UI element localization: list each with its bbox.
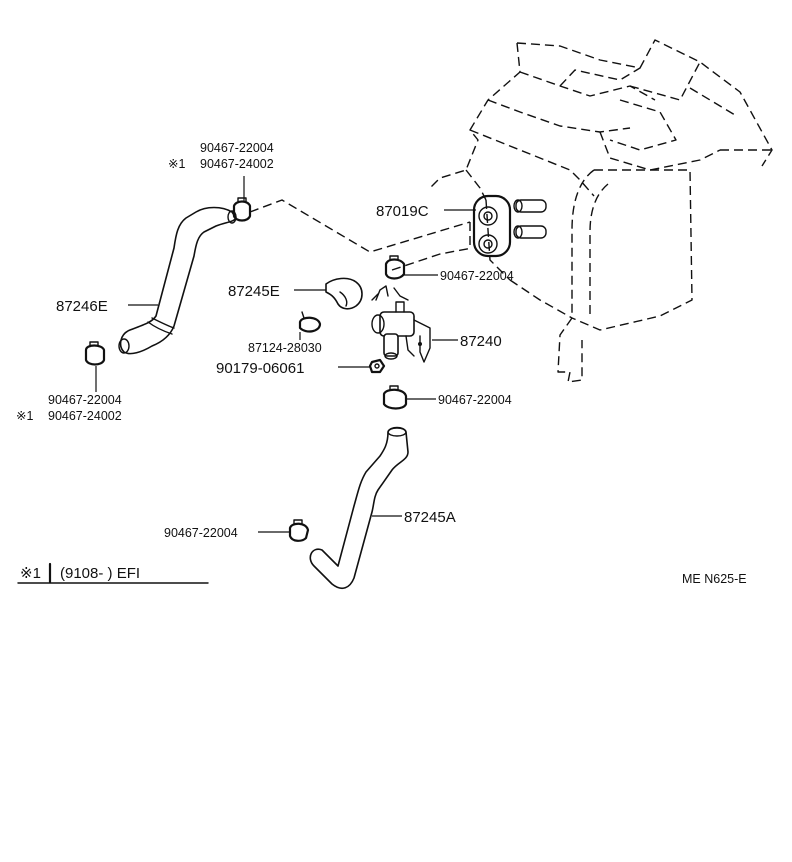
label-clamp-bottom: 90467-22004 <box>164 526 238 540</box>
leader-lines <box>95 176 476 533</box>
clamp-left-icon <box>84 341 106 366</box>
footnote-mark: ※1 <box>20 565 41 582</box>
label-clamp-top-b: 90467-24002 <box>200 157 274 171</box>
note-mark-top: ※1 <box>168 157 185 171</box>
label-hose-lower: 87245A <box>404 509 456 526</box>
hose-87245e <box>325 277 363 310</box>
label-hose-short: 87245E <box>228 283 280 300</box>
clamp-bottom-icon <box>288 519 310 542</box>
connection-line-valve <box>391 247 473 271</box>
label-clamp-left-b: 90467-24002 <box>48 409 122 423</box>
label-valve: 87240 <box>460 333 502 350</box>
label-hose-upper: 87246E <box>56 298 108 315</box>
hose-87246e <box>118 206 237 355</box>
nut-icon <box>368 358 386 374</box>
clamp-valve-icon <box>384 255 406 280</box>
label-clamp-lower: 90467-22004 <box>438 393 512 407</box>
label-clamp-small: 87124-28030 <box>248 341 322 355</box>
label-gasket: 87019C <box>376 203 429 220</box>
clamp-lower-icon <box>382 385 408 410</box>
clamp-small-icon <box>298 311 322 333</box>
footnote-text: (9108- ) EFI <box>60 565 140 582</box>
connection-line-upper <box>249 199 471 253</box>
clamp-top-icon <box>232 197 252 222</box>
label-nut: 90179-06061 <box>216 360 304 377</box>
heater-unit-housing <box>427 39 773 383</box>
label-clamp-left-a: 90467-22004 <box>48 393 122 407</box>
water-valve-87240 <box>371 285 431 363</box>
hose-87245a <box>309 426 409 590</box>
figure-code: ME N625-E <box>682 572 747 586</box>
label-clamp-valve: 90467-22004 <box>440 269 514 283</box>
note-mark-left: ※1 <box>16 409 33 423</box>
label-clamp-top-a: 90467-22004 <box>200 141 274 155</box>
gasket-87019c <box>472 194 512 258</box>
heater-core-pipes <box>513 199 547 239</box>
footnote: ※1 (9108- ) EFI <box>17 562 209 584</box>
